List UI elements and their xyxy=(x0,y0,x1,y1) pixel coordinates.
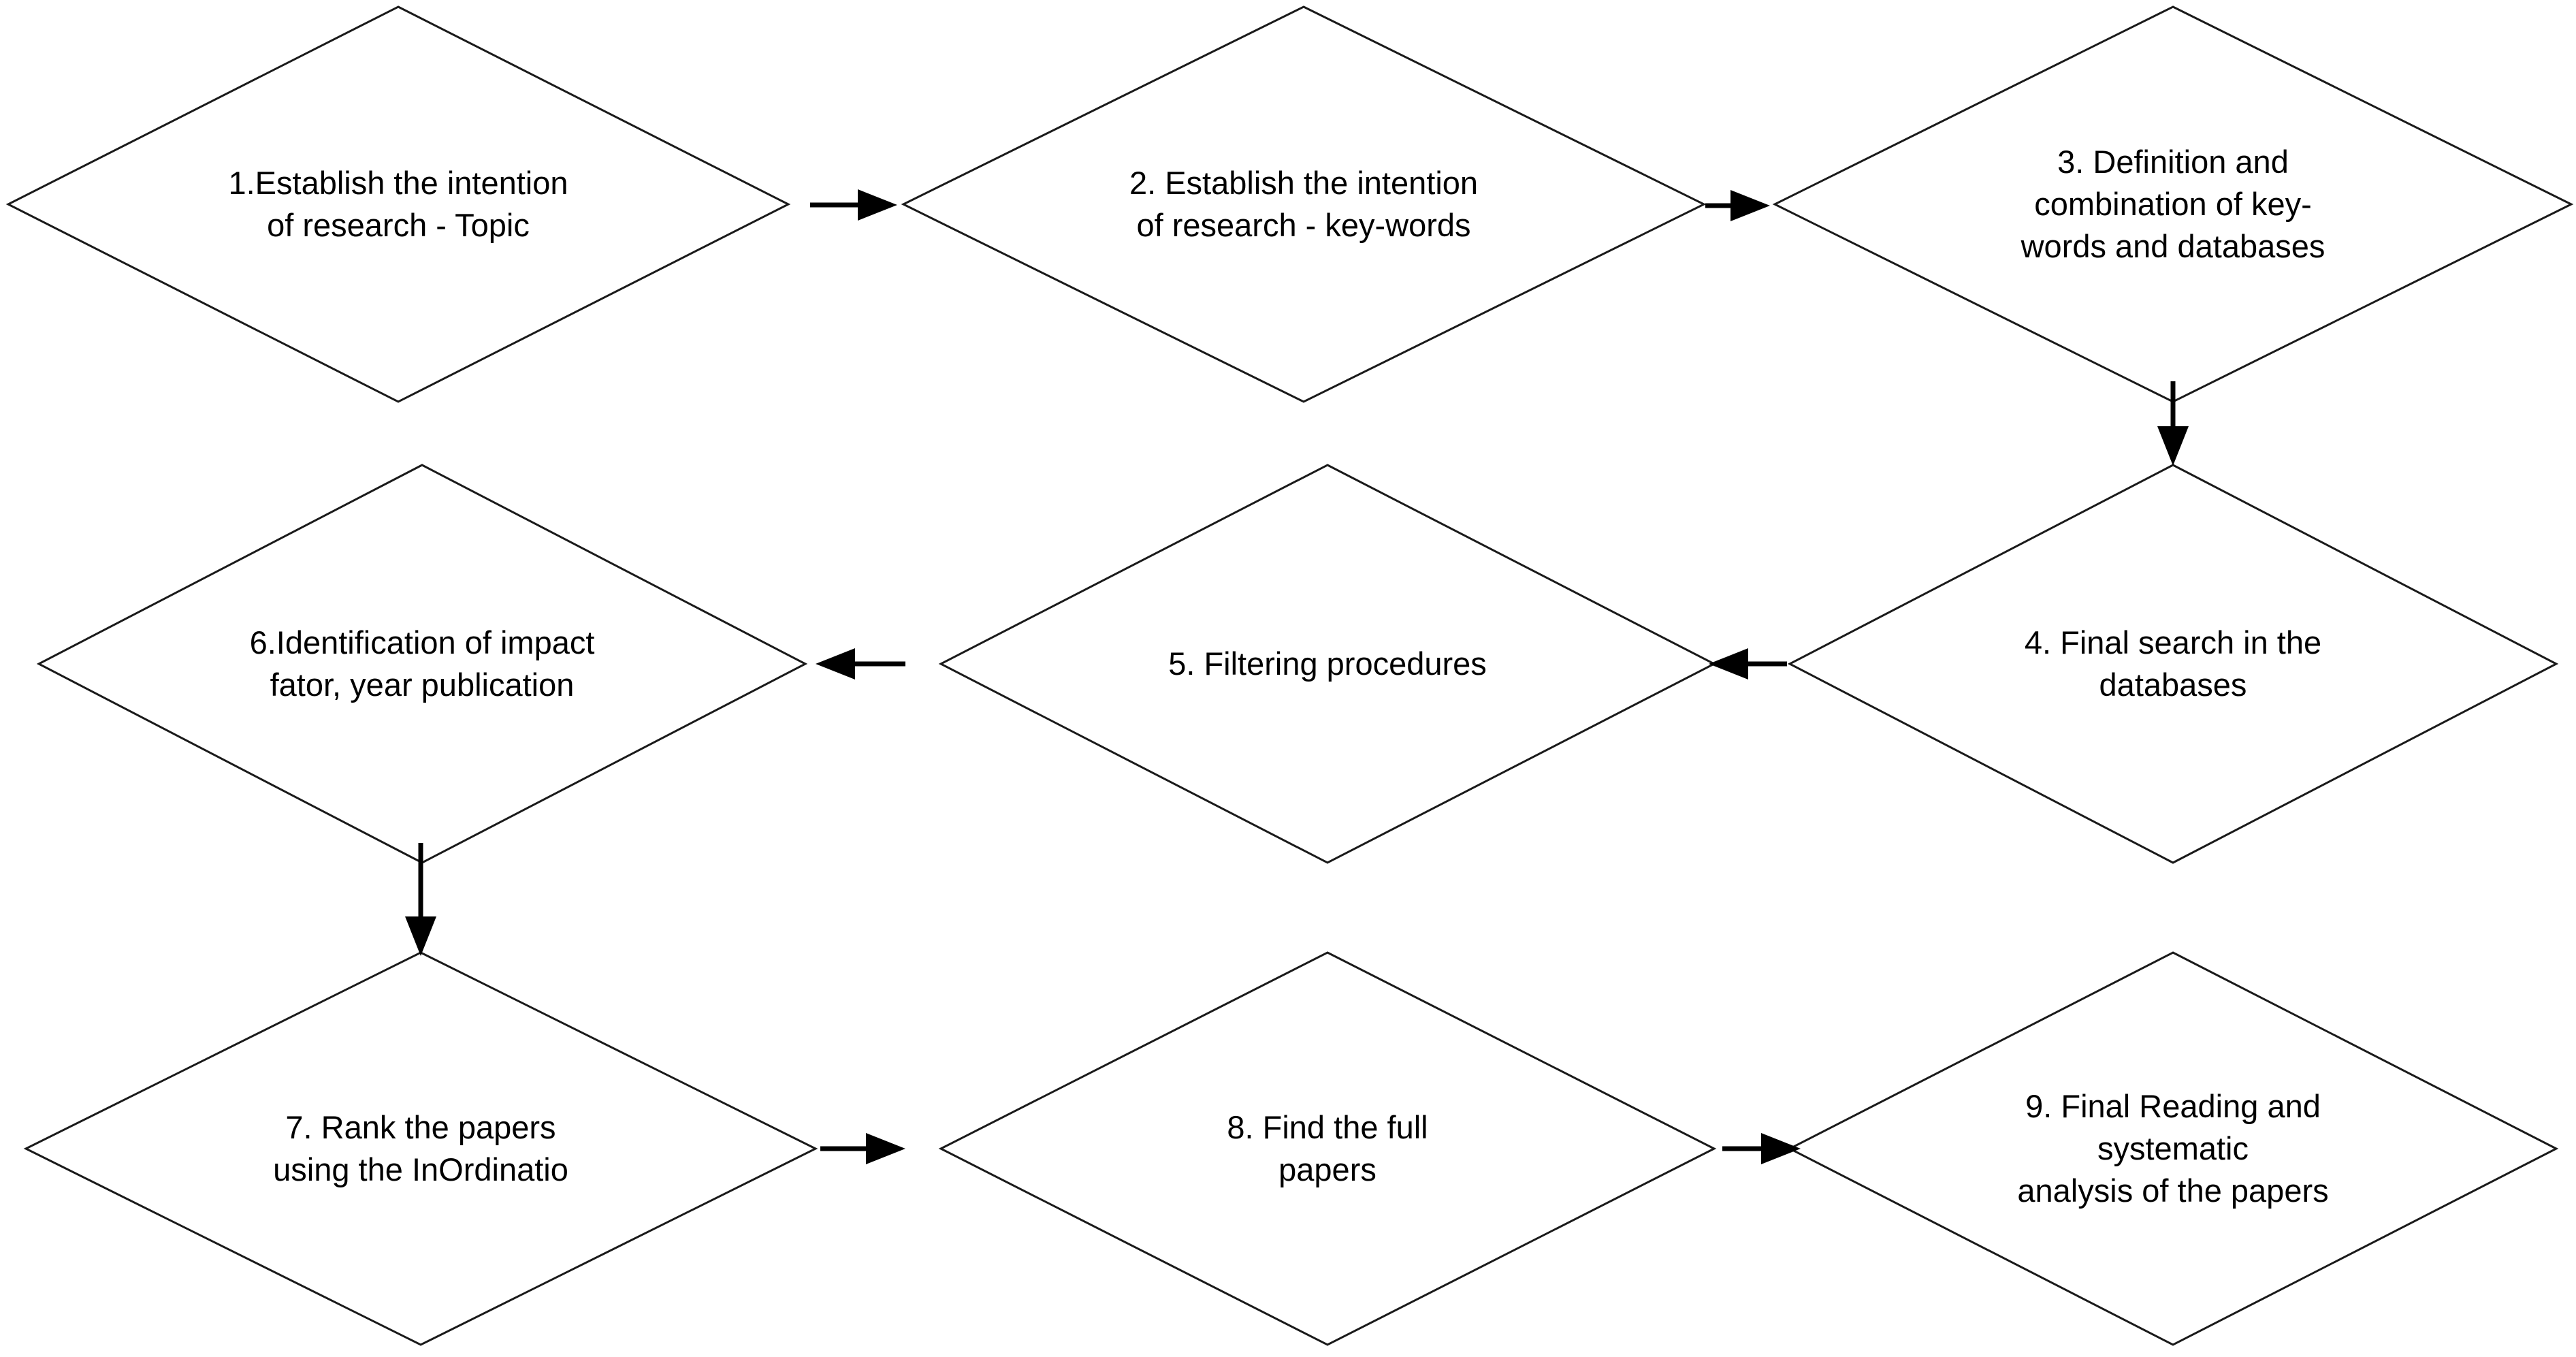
connector-layer xyxy=(405,189,2189,1164)
arrow-2-to-3 xyxy=(1705,190,1770,221)
arrow-7-to-8-arrowhead-icon xyxy=(866,1133,905,1164)
node-step-4[interactable] xyxy=(1787,464,2559,864)
node-shape-layer xyxy=(5,5,2574,1346)
node-step-2[interactable] xyxy=(901,5,1707,403)
arrow-1-to-2-arrowhead-icon xyxy=(858,189,897,221)
arrow-7-to-8 xyxy=(820,1133,905,1164)
arrow-8-to-9 xyxy=(1722,1133,1801,1164)
arrow-3-to-4 xyxy=(2157,381,2189,466)
node-step-6[interactable] xyxy=(36,464,808,864)
arrow-1-to-2 xyxy=(810,189,897,221)
node-step-5[interactable] xyxy=(938,464,1717,864)
node-step-8[interactable] xyxy=(938,951,1717,1346)
node-step-7[interactable] xyxy=(23,951,818,1346)
arrow-4-to-5 xyxy=(1709,648,1787,680)
arrow-3-to-4-arrowhead-icon xyxy=(2157,426,2189,466)
arrow-8-to-9-arrowhead-icon xyxy=(1761,1133,1801,1164)
arrow-5-to-6-arrowhead-icon xyxy=(816,648,855,680)
arrow-4-to-5-arrowhead-icon xyxy=(1709,648,1748,680)
node-step-1[interactable] xyxy=(5,5,791,403)
arrow-6-to-7 xyxy=(405,843,436,956)
node-step-3[interactable] xyxy=(1772,5,2574,403)
arrow-5-to-6 xyxy=(816,648,905,680)
arrow-2-to-3-arrowhead-icon xyxy=(1730,190,1770,221)
arrow-6-to-7-arrowhead-icon xyxy=(405,916,436,956)
node-step-9[interactable] xyxy=(1787,951,2559,1346)
